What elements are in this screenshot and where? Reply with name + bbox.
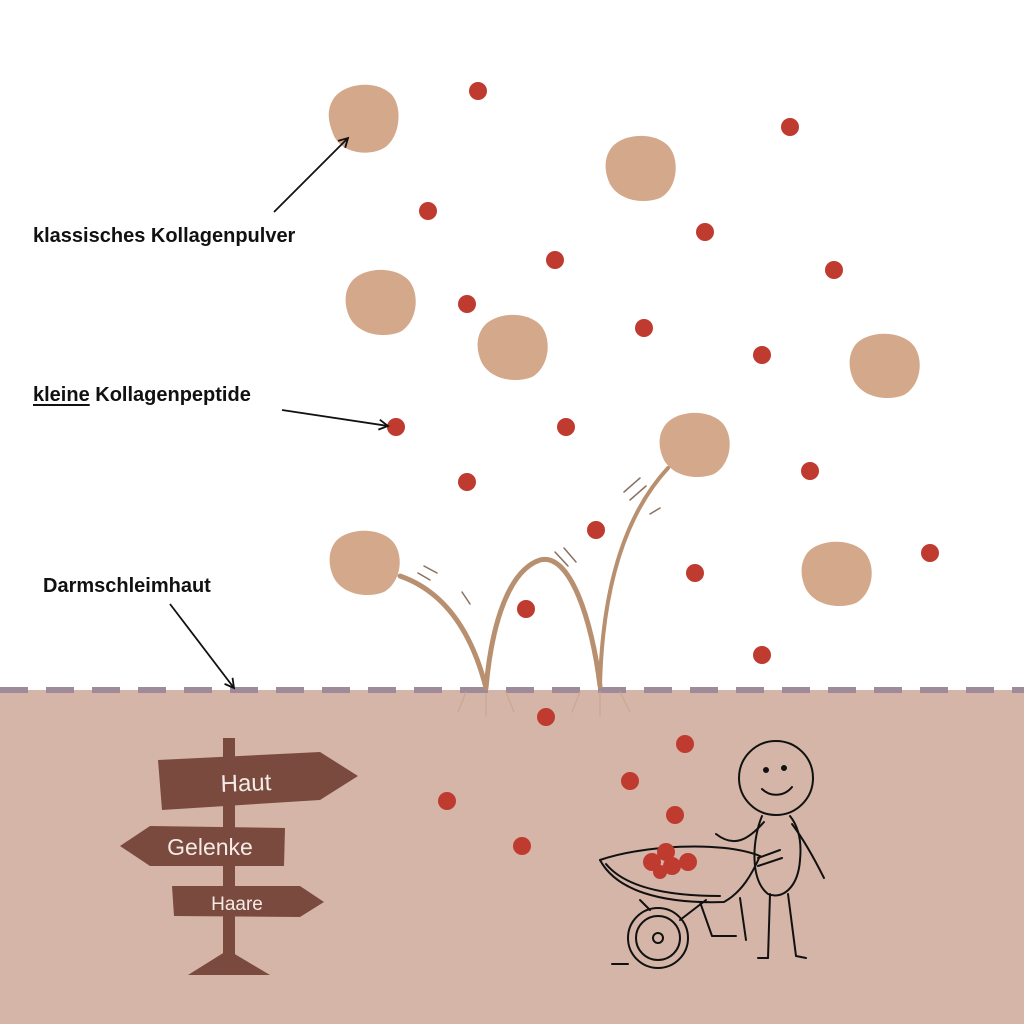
bounce-arcs	[397, 466, 670, 717]
peptide-particle	[387, 418, 405, 436]
powder-particles	[328, 84, 920, 607]
wheelbarrow-load	[643, 843, 697, 879]
peptide-particle	[458, 473, 476, 491]
powder-particle	[801, 541, 872, 607]
sign-top-label: Haut	[220, 769, 272, 798]
peptide-particle	[696, 223, 714, 241]
label-arrows	[169, 136, 390, 690]
peptide-particle	[469, 82, 487, 100]
peptide-particle	[686, 564, 704, 582]
peptide-particle	[546, 251, 564, 269]
peptides-label: kleine Kollagenpeptide	[33, 384, 251, 407]
peptides-label-rest: Kollagenpeptide	[95, 384, 251, 406]
peptide-particle	[781, 118, 799, 136]
arrow-icon	[273, 136, 350, 213]
sign-bottom-label: Haare	[211, 894, 263, 915]
powder-particle	[345, 269, 416, 336]
powder-particle	[849, 333, 920, 399]
peptide-particle	[587, 521, 605, 539]
powder-label: klassisches Kollagenpulver	[33, 225, 296, 247]
peptide-particle	[438, 792, 456, 810]
peptide-particle	[753, 646, 771, 664]
peptide-particle	[537, 708, 555, 726]
stick-figure-icon	[715, 740, 825, 959]
peptide-particle	[825, 261, 843, 279]
sign-haut	[158, 752, 358, 810]
peptide-particle	[801, 462, 819, 480]
powder-particle	[605, 135, 676, 202]
peptides-label-emphasis: kleine	[33, 384, 90, 406]
peptide-particle	[513, 837, 531, 855]
powder-particle	[329, 530, 400, 596]
peptide-particle	[666, 806, 684, 824]
powder-particle	[659, 412, 730, 478]
peptide-particle	[557, 418, 575, 436]
sign-middle-label: Gelenke	[167, 834, 253, 860]
sign-gelenke	[120, 826, 285, 866]
peptide-particles	[387, 82, 939, 855]
sign-haare	[172, 886, 324, 917]
peptide-particle	[635, 319, 653, 337]
arrow-icon	[281, 409, 390, 431]
signpost-icon	[120, 738, 358, 975]
peptide-particle	[753, 346, 771, 364]
membrane-label: Darmschleimhaut	[43, 575, 211, 597]
powder-particle	[328, 84, 399, 153]
peptide-particle	[419, 202, 437, 220]
arrow-icon	[169, 603, 236, 690]
powder-particle	[477, 314, 548, 381]
peptide-particle	[621, 772, 639, 790]
wheelbarrow-icon	[599, 845, 783, 969]
peptide-particle	[517, 600, 535, 618]
peptide-particle	[676, 735, 694, 753]
peptide-particle	[921, 544, 939, 562]
peptide-particle	[458, 295, 476, 313]
